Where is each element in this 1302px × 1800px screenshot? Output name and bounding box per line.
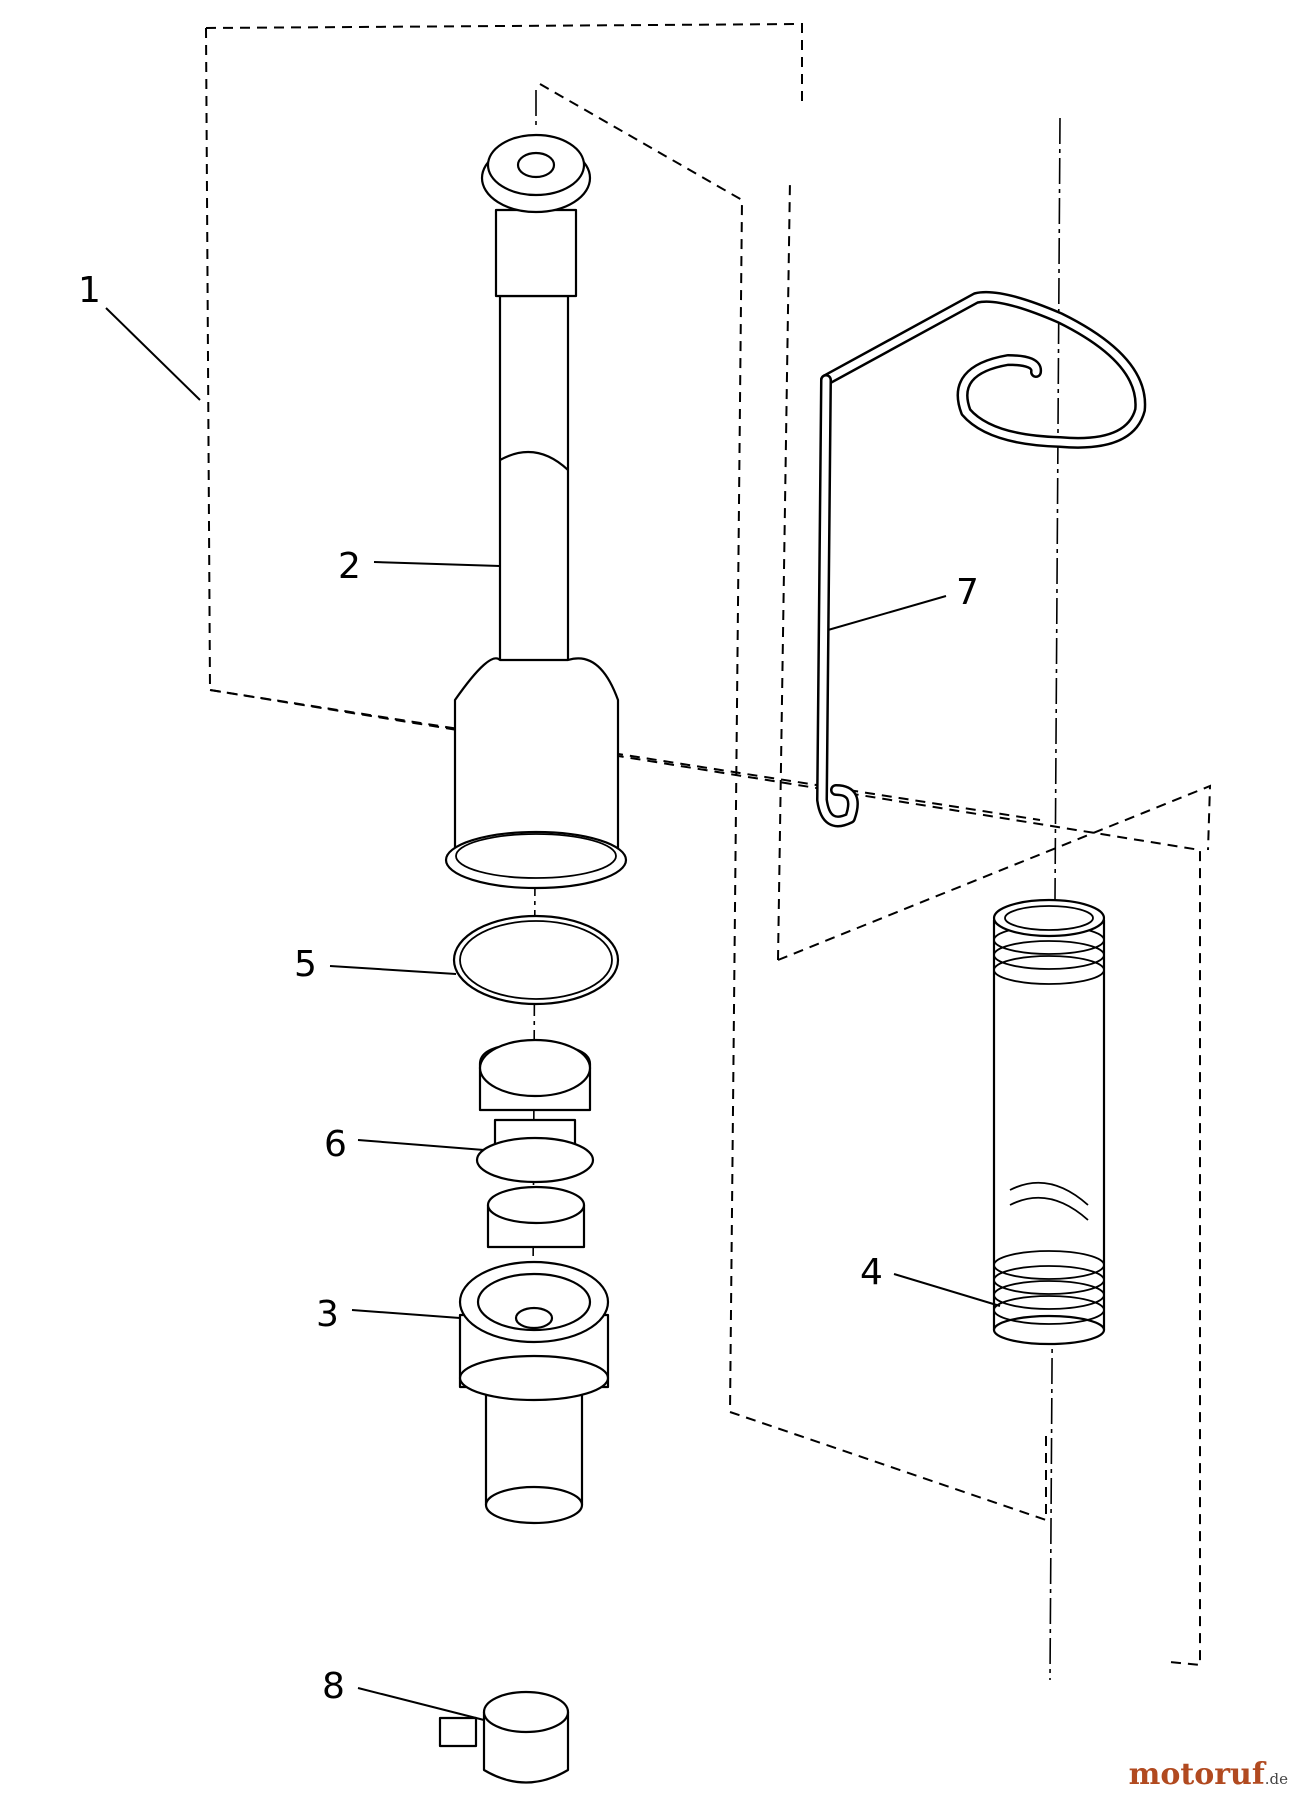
leader-8	[357, 1687, 485, 1721]
leader-2	[373, 561, 501, 567]
leader-6	[357, 1139, 485, 1151]
leader-7	[827, 595, 947, 631]
part-4-sight-tube	[992, 898, 1106, 1346]
part-5-o-ring	[452, 914, 620, 1006]
assembly-inner-boundary	[539, 83, 1212, 1522]
part-6-check-valve	[475, 1038, 595, 1249]
callout-6: 6	[324, 1124, 347, 1165]
callout-8: 8	[322, 1666, 345, 1707]
leader-lines	[105, 307, 1001, 1721]
leader-4	[893, 1273, 1001, 1307]
part-2-valve-body	[444, 133, 628, 890]
part-3-base-fitting	[458, 1260, 610, 1525]
leader-5	[329, 965, 457, 975]
watermark-name: motoruf	[1128, 1757, 1265, 1792]
callout-2: 2	[338, 546, 361, 587]
callout-3: 3	[316, 1294, 339, 1335]
part-7-wire-hanger	[816, 290, 1147, 828]
assembly-1-boundary	[205, 22, 1201, 1667]
leader-1	[105, 307, 201, 401]
watermark-suffix: .de	[1264, 1770, 1288, 1788]
callout-1: 1	[78, 270, 101, 311]
callout-5: 5	[294, 944, 317, 985]
part-8-clip	[438, 1690, 570, 1784]
leader-3	[351, 1309, 461, 1319]
callout-4: 4	[860, 1252, 883, 1293]
callout-7: 7	[956, 572, 979, 613]
watermark-logo: motoruf.de	[1129, 1757, 1288, 1792]
